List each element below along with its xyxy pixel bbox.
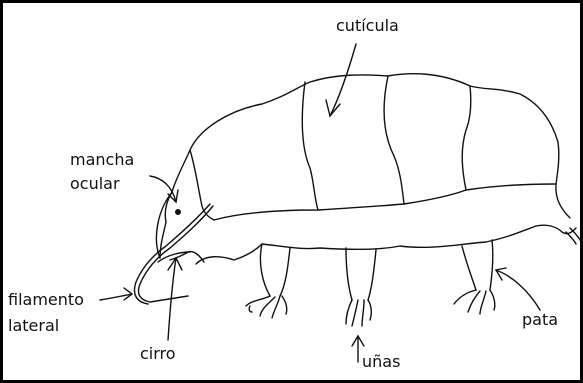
label-cuticula: cutícula bbox=[336, 16, 399, 36]
label-mancha-ocular-line2: ocular bbox=[70, 174, 120, 194]
label-pata: pata bbox=[522, 310, 558, 330]
plate-boundary-2 bbox=[302, 82, 318, 210]
label-filamento-lateral-line1: filamento bbox=[8, 290, 84, 310]
arrow-mancha-head bbox=[168, 190, 178, 202]
label-mancha-ocular-line1: mancha bbox=[70, 150, 134, 170]
leg-2 bbox=[346, 248, 376, 300]
leg-3 bbox=[462, 240, 493, 290]
plate-lower-seam bbox=[214, 184, 556, 220]
label-cirro: cirro bbox=[140, 344, 176, 364]
claws-3 bbox=[454, 290, 495, 314]
body-ventral-outline bbox=[196, 226, 536, 264]
leg-1 bbox=[260, 244, 290, 296]
claws-2 bbox=[346, 300, 371, 326]
claws-4 bbox=[566, 228, 580, 244]
claws-1 bbox=[246, 296, 287, 318]
plate-boundary-3 bbox=[384, 76, 404, 204]
arrow-cuticula-head bbox=[326, 100, 340, 116]
label-filamento-lateral-line2: lateral bbox=[8, 316, 59, 336]
plate-boundary-4 bbox=[462, 86, 471, 190]
arrow-cuticula-shaft bbox=[330, 44, 356, 116]
label-unas: uñas bbox=[362, 352, 400, 372]
arrow-pata-shaft bbox=[496, 270, 540, 310]
eye-spot bbox=[175, 209, 181, 215]
body-dorsal-outline bbox=[156, 74, 570, 258]
leg-4 bbox=[536, 225, 576, 233]
